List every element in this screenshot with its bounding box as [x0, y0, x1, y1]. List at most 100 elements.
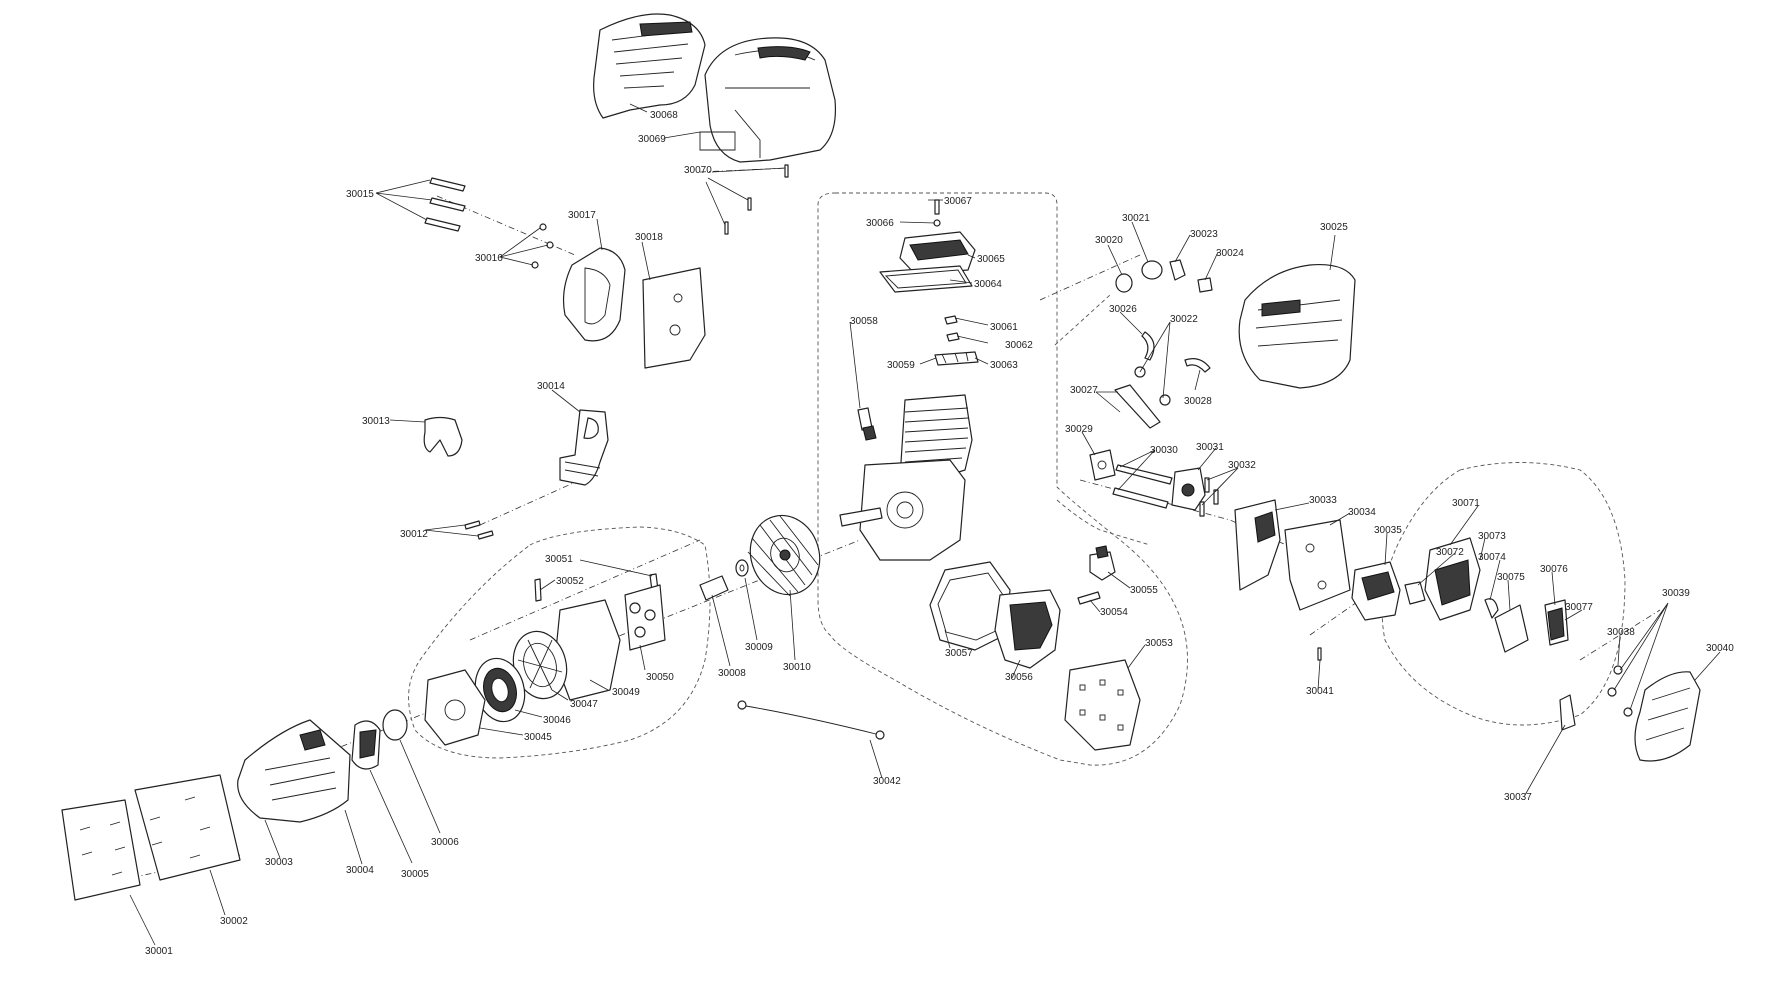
- centerline-crank: [244, 539, 861, 786]
- part-fan-housing: [237, 719, 351, 823]
- part-engine-block: [839, 394, 973, 561]
- part-long-bolts: [424, 177, 466, 232]
- carb-group-outline: [1054, 294, 1151, 546]
- callout-30035: 30035: [1374, 525, 1402, 536]
- callout-30058: 30058: [850, 316, 878, 327]
- part-carb-gasket-plate: [1284, 519, 1351, 611]
- centerline-top-screws: [699, 167, 791, 173]
- part-cover-plates: [61, 774, 241, 901]
- callout-30021: 30021: [1122, 213, 1150, 224]
- part-fuel-primer: [1077, 545, 1116, 605]
- callout-30002: 30002: [220, 916, 248, 927]
- part-intake-fittings: [1115, 259, 1213, 293]
- part-recoil-spring: [474, 657, 526, 723]
- callout-30038: 30038: [1607, 627, 1635, 638]
- part-starter-pulley: [512, 630, 568, 700]
- callout-30010: 30010: [783, 662, 811, 673]
- callout-30063: 30063: [990, 360, 1018, 371]
- part-filter-base: [1404, 537, 1569, 653]
- callout-30070: 30070: [684, 165, 712, 176]
- callout-30052: 30052: [556, 576, 584, 587]
- leader-lines: [129, 103, 1721, 946]
- part-carb-shield: [1234, 499, 1281, 591]
- callout-30051: 30051: [545, 554, 573, 565]
- callout-labels: 30068 30069 30070 30015 30016 30017 3001…: [145, 110, 1734, 957]
- part-carb-bolts: [1112, 464, 1173, 509]
- part-crankcase-cover: [929, 561, 1061, 669]
- callout-30055: 30055: [1130, 585, 1158, 596]
- part-intake-adapter: [1171, 467, 1206, 511]
- callout-30075: 30075: [1497, 572, 1525, 583]
- centerline-intake: [1039, 254, 1141, 301]
- part-adapter-screws: [1199, 477, 1219, 517]
- callout-30013: 30013: [362, 416, 390, 427]
- part-spark-plug: [857, 407, 877, 441]
- callout-30064: 30064: [974, 279, 1002, 290]
- callout-30024: 30024: [1216, 248, 1244, 259]
- callout-30073: 30073: [1478, 531, 1506, 542]
- part-thin-disc: [382, 709, 408, 741]
- callout-30050: 30050: [646, 672, 674, 683]
- callout-30018: 30018: [635, 232, 663, 243]
- callout-30030: 30030: [1150, 445, 1178, 456]
- centerline-gasket-carb: [1309, 599, 1361, 636]
- part-switch-bracket: [423, 416, 463, 457]
- callout-30012: 30012: [400, 529, 428, 540]
- callout-30023: 30023: [1190, 229, 1218, 240]
- callout-30039: 30039: [1662, 588, 1690, 599]
- part-clutch: [351, 720, 381, 770]
- callout-30016: 30016: [475, 253, 503, 264]
- callout-30025: 30025: [1320, 222, 1348, 233]
- engine-group-outline: [817, 192, 1188, 766]
- part-nuts: [531, 223, 554, 269]
- part-ignition-coil: [559, 409, 609, 486]
- callout-30049: 30049: [612, 687, 640, 698]
- part-starter-housing-plate: [554, 599, 621, 701]
- part-intake-gasket: [1089, 449, 1116, 481]
- part-flywheel: [747, 514, 821, 597]
- callout-30046: 30046: [543, 715, 571, 726]
- callout-30066: 30066: [866, 218, 894, 229]
- callout-30054: 30054: [1100, 607, 1128, 618]
- part-muffler-guard: [562, 247, 626, 342]
- part-choke-screw: [1317, 647, 1322, 661]
- callout-30077: 30077: [1565, 602, 1593, 613]
- callout-30067: 30067: [944, 196, 972, 207]
- part-washer: [735, 559, 749, 577]
- callout-30001: 30001: [145, 946, 173, 957]
- callout-30031: 30031: [1196, 442, 1224, 453]
- callout-30057: 30057: [945, 648, 973, 659]
- callout-30037: 30037: [1504, 792, 1532, 803]
- part-rear-shroud: [593, 13, 706, 119]
- callout-30040: 30040: [1706, 643, 1734, 654]
- part-air-filter-housing: [1238, 263, 1356, 389]
- callout-30053: 30053: [1145, 638, 1173, 649]
- part-rocker-set: [934, 315, 979, 366]
- callout-30006: 30006: [431, 837, 459, 848]
- callout-30047: 30047: [570, 699, 598, 710]
- callout-30045: 30045: [524, 732, 552, 743]
- centerline-starter: [469, 539, 701, 641]
- part-starter-housing: [424, 669, 486, 746]
- part-starter-pawls: [624, 584, 666, 651]
- part-fuel-hoses: [1114, 331, 1211, 429]
- callout-30020: 30020: [1095, 235, 1123, 246]
- callout-30042: 30042: [873, 776, 901, 787]
- callout-30005: 30005: [401, 869, 429, 880]
- callout-30003: 30003: [265, 857, 293, 868]
- callout-30008: 30008: [718, 668, 746, 679]
- part-spacer-tube: [699, 575, 729, 601]
- callout-30059: 30059: [887, 360, 915, 371]
- callout-30009: 30009: [745, 642, 773, 653]
- callout-30072: 30072: [1436, 547, 1464, 558]
- callout-30022: 30022: [1170, 314, 1198, 325]
- callout-30032: 30032: [1228, 460, 1256, 471]
- callout-30074: 30074: [1478, 552, 1506, 563]
- part-cover-plate: [1064, 659, 1141, 751]
- part-throttle-cable: [737, 700, 885, 740]
- part-filter-cover: [1634, 671, 1701, 762]
- centerline-ignition: [479, 479, 581, 526]
- callout-30068: 30068: [650, 110, 678, 121]
- callout-30062: 30062: [1005, 340, 1033, 351]
